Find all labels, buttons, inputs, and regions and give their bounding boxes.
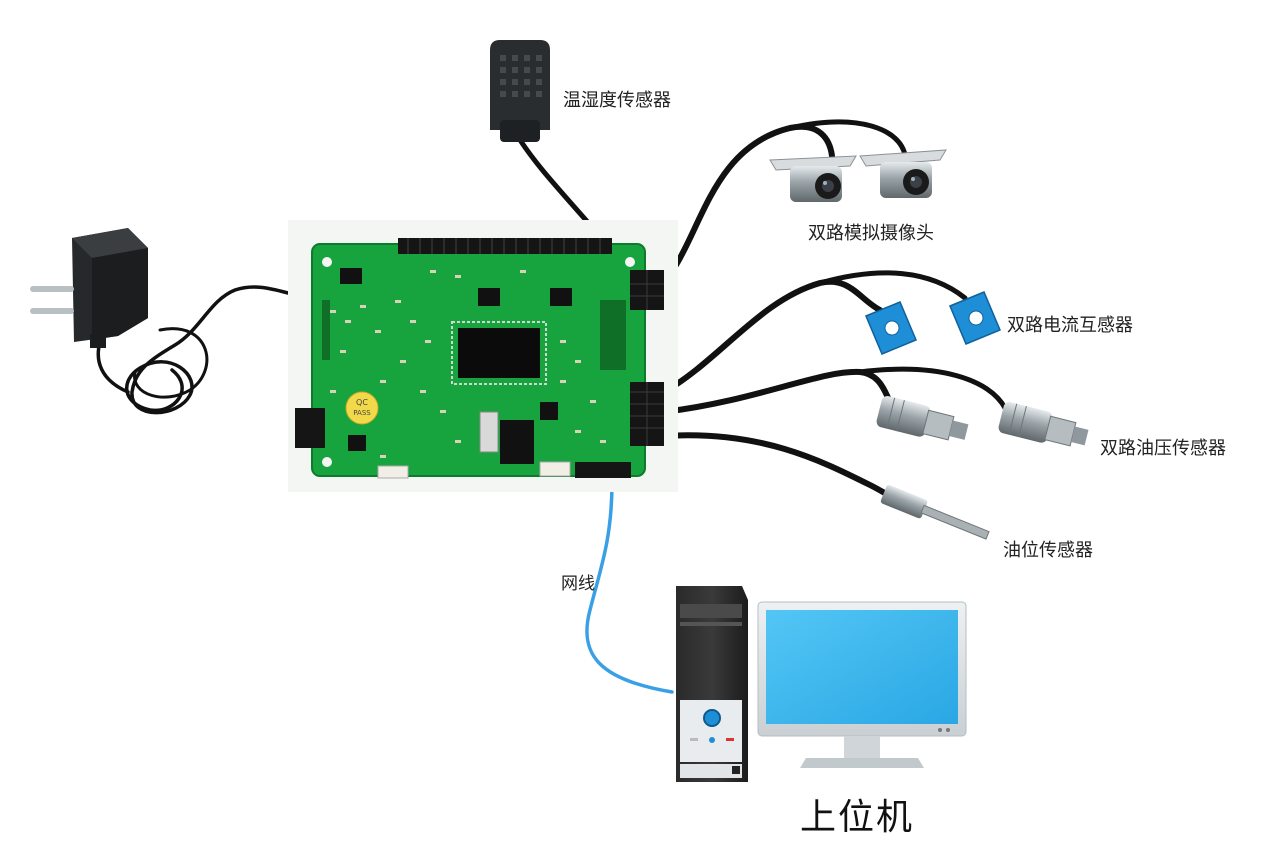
qc-pass-sticker [345, 391, 379, 425]
oil-level-sensor [880, 485, 990, 540]
oil-pressure-sensor-2 [998, 402, 1089, 447]
top-pin-header [398, 238, 612, 254]
cables [96, 119, 1008, 499]
oil-level-cable [661, 432, 893, 499]
label-temp-humidity-sensor: 温湿度传感器 [563, 90, 671, 111]
analog-camera-1 [769, 155, 857, 202]
network-cable [585, 480, 674, 694]
monitor [757, 601, 967, 768]
ct-cable-1 [661, 278, 883, 395]
current-transformer-1 [865, 301, 917, 355]
control-board: QC PASS [288, 220, 678, 492]
left-connector [295, 408, 325, 448]
pc-tower [676, 586, 748, 782]
monitor-screen [766, 610, 958, 724]
qc-sticker-text-1: QC [356, 398, 368, 407]
label-dual-current-transformer: 双路电流互感器 [1007, 315, 1133, 336]
camera-cable-1 [649, 123, 835, 295]
ct-cable-2 [817, 270, 968, 301]
oil-pressure-cable-1 [661, 368, 893, 415]
host-computer [676, 586, 967, 782]
main-processor-chip [458, 328, 540, 378]
label-oil-level-sensor: 油位传感器 [1003, 540, 1093, 561]
power-cable-tail [96, 340, 130, 394]
oil-pressure-cable-2 [857, 366, 1008, 411]
bottom-header [575, 462, 631, 478]
label-network-cable: 网线 [561, 574, 595, 594]
power-cable [124, 285, 320, 415]
power-adapter [30, 228, 148, 348]
qc-sticker-text-2: PASS [353, 409, 371, 417]
label-dual-oil-pressure-sensor: 双路油压传感器 [1100, 438, 1226, 459]
current-transformer-2 [949, 291, 1001, 345]
analog-camera-2 [859, 149, 947, 198]
label-host-computer: 上位机 [800, 797, 915, 838]
camera-cable-2 [787, 119, 908, 158]
temp-humidity-sensor [490, 40, 550, 142]
label-dual-analog-camera: 双路模拟摄像头 [808, 223, 934, 244]
oil-pressure-sensor-1 [876, 396, 969, 441]
power-cable-coil [133, 327, 209, 399]
